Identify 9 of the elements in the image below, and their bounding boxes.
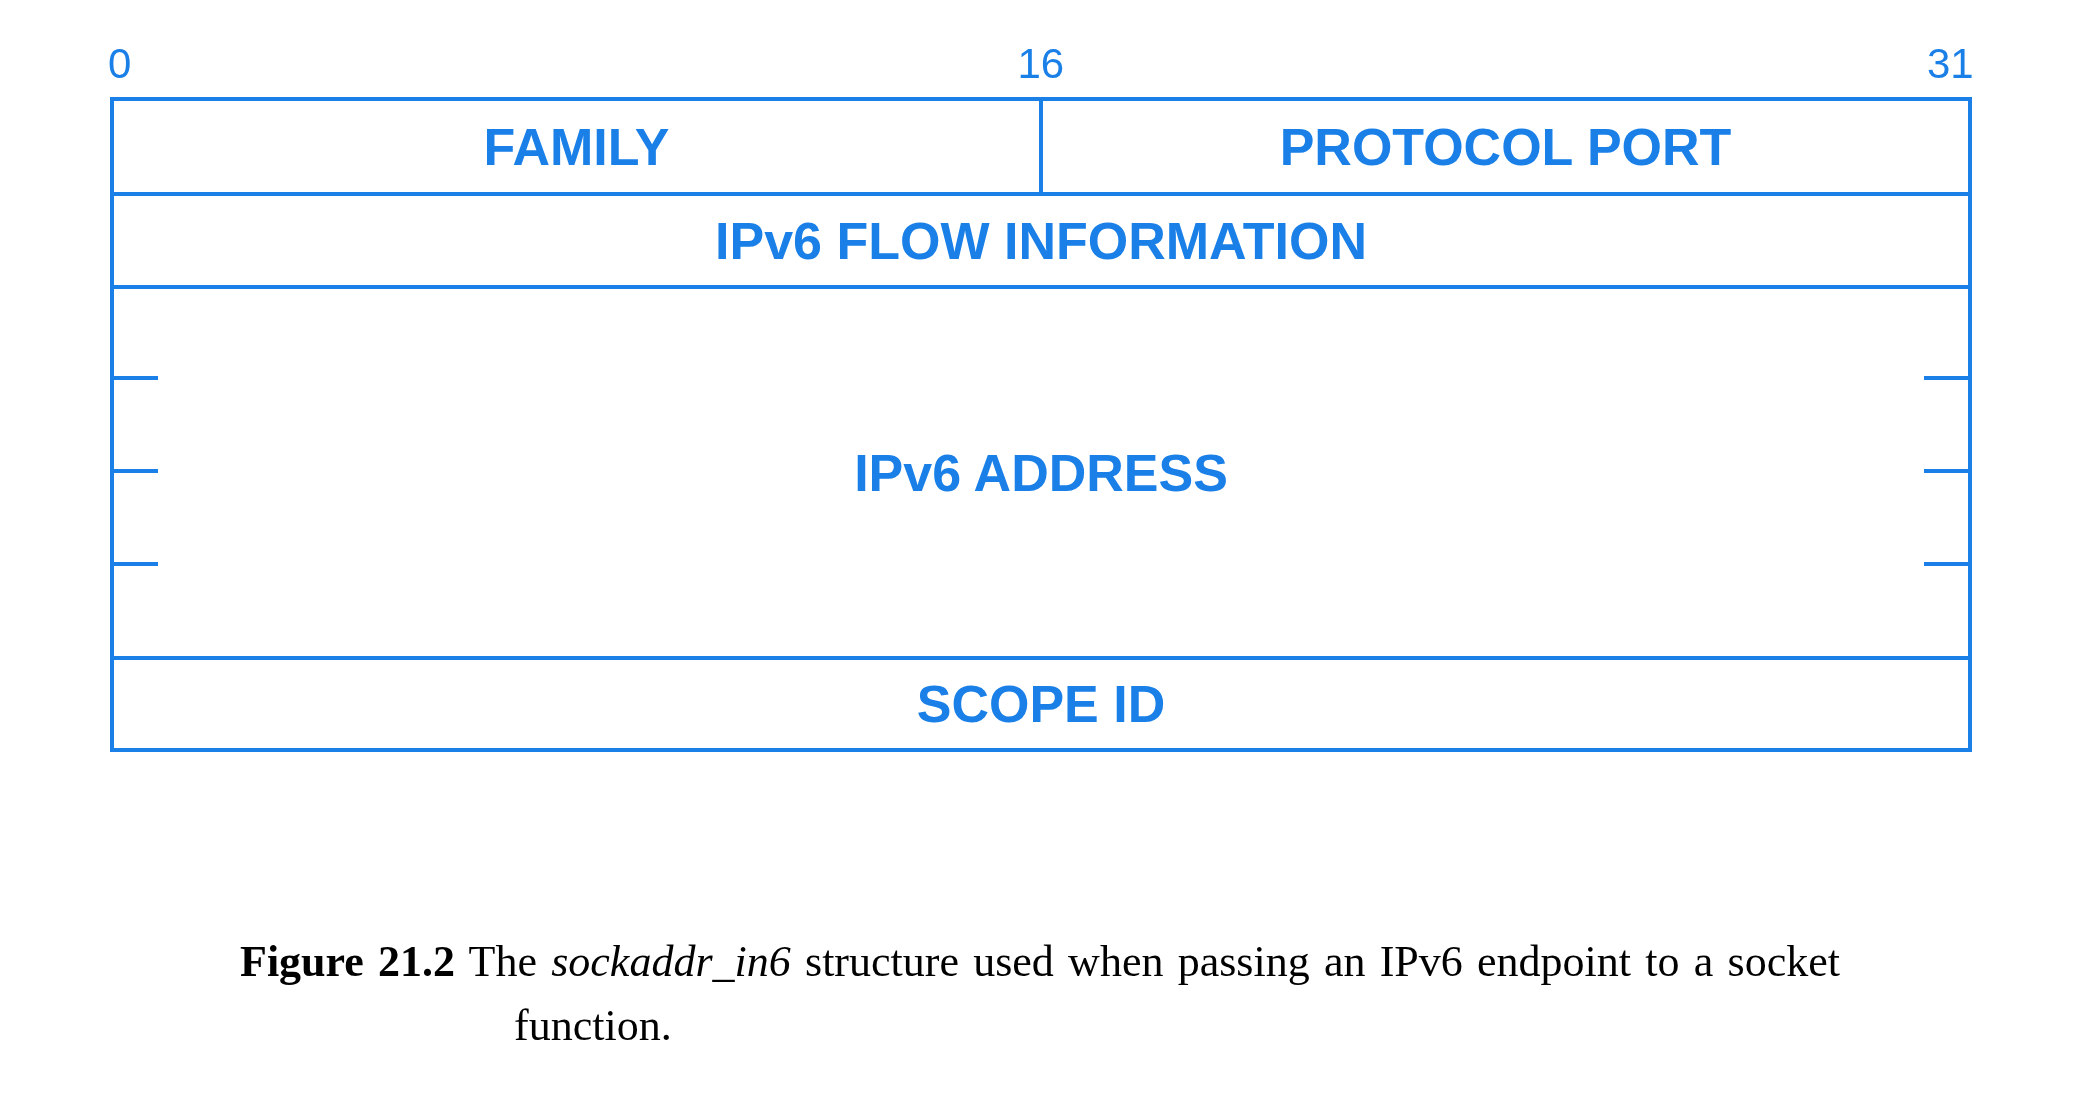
field-name: SCOPE ID — [916, 674, 1166, 734]
field-name: IPv6 FLOW INFORMATION — [715, 210, 1367, 271]
bit-number: 31 — [1927, 40, 1974, 88]
field-name: PROTOCOL PORT — [1279, 116, 1732, 177]
field-name: IPv6 ADDRESS — [854, 442, 1228, 503]
field-name: FAMILY — [483, 116, 670, 177]
bit-number: 16 — [1017, 40, 1065, 88]
bit-number: 0 — [108, 40, 132, 88]
figure-caption: Figure 21.2 The sockaddr_in6 structure used when passing an IPv6 endpoint to a socket function. — [240, 936, 1840, 1052]
